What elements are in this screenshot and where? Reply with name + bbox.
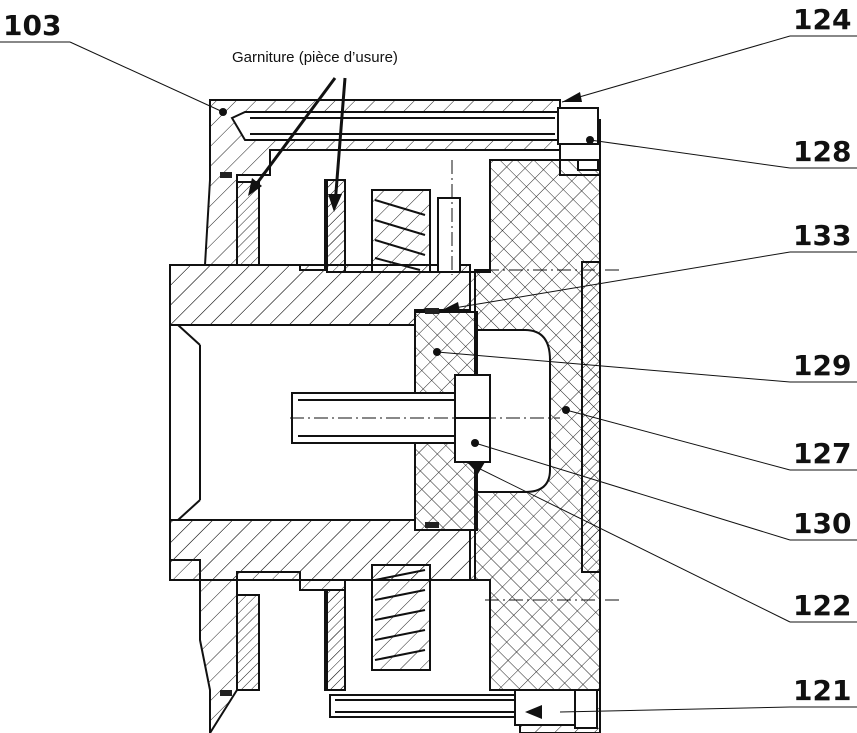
label-124: 124 [793,3,852,36]
label-130: 130 [793,507,852,540]
spring-bottom [371,564,431,671]
label-103: 103 [3,9,62,42]
center-lines [290,160,620,601]
garniture-arrowheads [248,178,342,212]
label-129: 129 [793,349,852,382]
label-127: 127 [793,437,852,470]
spring-top [371,189,431,273]
pins-top [437,197,461,273]
lining-bottom [236,589,346,691]
garniture-arrows [250,77,347,206]
label-121: 121 [793,674,852,707]
label-122: 122 [793,589,852,622]
lining-top [236,179,346,273]
seals [220,172,439,696]
garniture-annotation: Garniture (pièce d’usure) [232,49,398,66]
plate-pocket [474,329,551,493]
bottom-screw [329,689,598,729]
arrowheads [442,92,582,719]
top-screw [230,107,599,171]
label-128: 128 [793,135,852,168]
label-133: 133 [793,219,852,252]
leader-lines [0,35,857,713]
